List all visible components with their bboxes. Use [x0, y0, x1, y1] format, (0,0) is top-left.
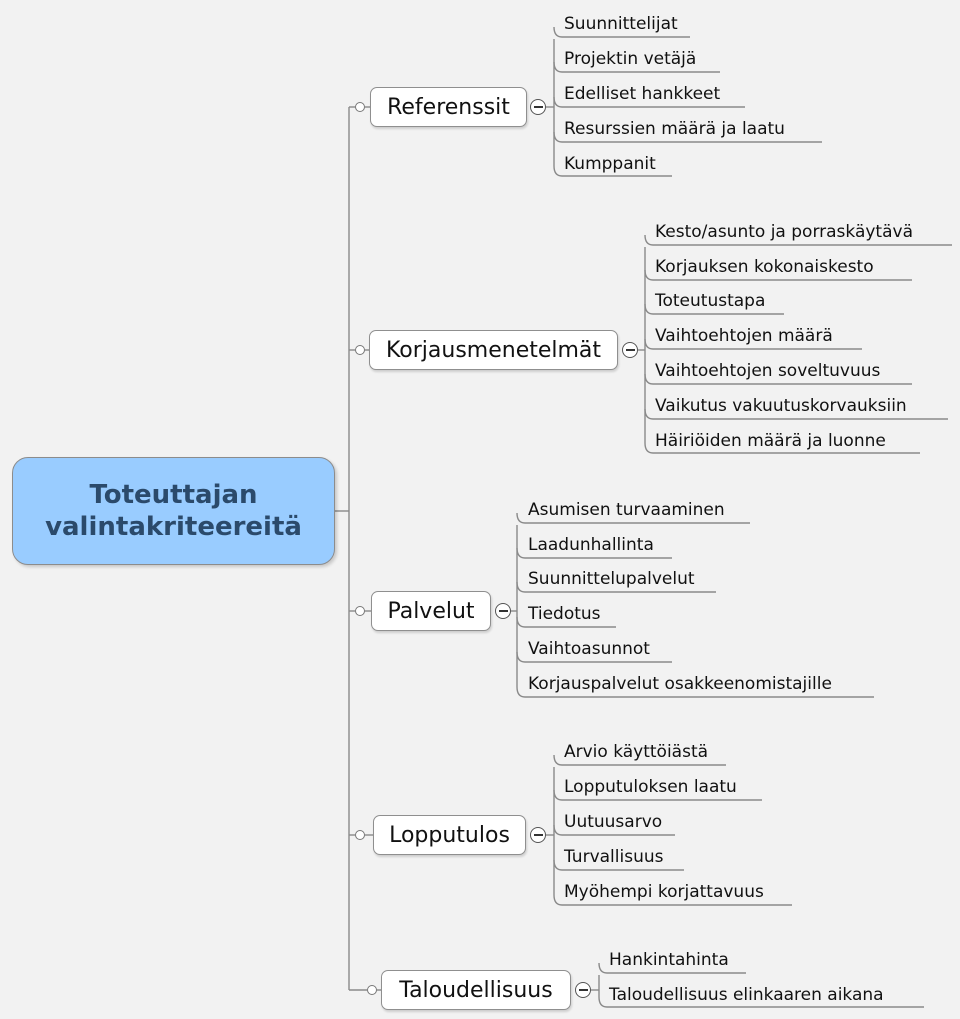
subtopic-arvio-kayttoiasta[interactable]: Arvio käyttöiästä [564, 742, 709, 762]
subtopic-curve [553, 859, 563, 871]
root-topic-line-2: valintakriteereitä [45, 512, 302, 542]
collapse-icon[interactable] [530, 827, 546, 843]
subtopic-curve [644, 408, 654, 420]
subtopic-korjauspalvelut[interactable]: Korjauspalvelut osakkeenomistajille [528, 674, 832, 694]
topic-referenssit[interactable]: Referenssit [370, 87, 527, 127]
topic-label: Lopputulos [389, 822, 510, 848]
subtopic-curve [644, 303, 654, 315]
subtopic-myohempi-korjattavuus[interactable]: Myöhempi korjattavuus [564, 882, 764, 902]
topic-label: Taloudellisuus [399, 977, 553, 1003]
subtopic-curve [644, 442, 654, 454]
topic-label: Referenssit [387, 94, 510, 120]
subtopic-vaihtoehtojen-maara[interactable]: Vaihtoehtojen määrä [655, 326, 833, 346]
subtopic-curve [553, 26, 563, 38]
subtopic-curve [553, 754, 563, 766]
subtopic-turvallisuus[interactable]: Turvallisuus [564, 847, 664, 867]
subtopic-korjauksen-kokonaiskesto[interactable]: Korjauksen kokonaiskesto [655, 257, 874, 277]
subtopic-curve [516, 581, 526, 593]
collapse-icon[interactable] [575, 982, 591, 998]
subtopic-curve [553, 789, 563, 801]
subtopic-vaihtoasunnot[interactable]: Vaihtoasunnot [528, 639, 650, 659]
topic-korjausmenetelmat[interactable]: Korjausmenetelmät [369, 330, 618, 370]
subtopic-curve [644, 234, 654, 246]
subtopic-curve [598, 962, 608, 974]
subtopic-curve [516, 686, 526, 698]
topic-lopputulos[interactable]: Lopputulos [373, 815, 526, 855]
subtopic-suunnittelupalvelut[interactable]: Suunnittelupalvelut [528, 569, 695, 589]
subtopic-vaikutus-vakuutuskorvauksiin[interactable]: Vaikutus vakuutuskorvauksiin [655, 396, 907, 416]
topic-label: Palvelut [387, 598, 475, 624]
subtopic-toteutustapa[interactable]: Toteutustapa [655, 291, 766, 311]
subtopic-curve [553, 96, 563, 108]
topic-taloudellisuus[interactable]: Taloudellisuus [381, 970, 571, 1010]
subtopic-curve [516, 651, 526, 663]
subtopic-curve [516, 616, 526, 628]
subtopic-kesto-asunto[interactable]: Kesto/asunto ja porraskäytävä [655, 222, 913, 242]
subtopic-edelliset-hankkeet[interactable]: Edelliset hankkeet [564, 84, 721, 104]
topic-palvelut[interactable]: Palvelut [371, 591, 491, 631]
subtopic-curve [553, 131, 563, 143]
connector-knob [355, 606, 365, 616]
root-topic-line-1: Toteuttajan [89, 480, 258, 510]
subtopic-projektin-vetaja[interactable]: Projektin vetäjä [564, 49, 697, 69]
subtopic-resurssien-maara[interactable]: Resurssien määrä ja laatu [564, 119, 785, 139]
subtopic-hankintahinta[interactable]: Hankintahinta [609, 950, 729, 970]
subtopic-kumppanit[interactable]: Kumppanit [564, 154, 656, 174]
subtopic-lopputuloksen-laatu[interactable]: Lopputuloksen laatu [564, 777, 737, 797]
collapse-icon[interactable] [495, 603, 511, 619]
collapse-icon[interactable] [530, 99, 546, 115]
subtopic-curve [516, 547, 526, 559]
subtopic-uutuusarvo[interactable]: Uutuusarvo [564, 812, 663, 832]
subtopic-hairioiden-maara[interactable]: Häiriöiden määrä ja luonne [655, 431, 886, 451]
topic-label: Korjausmenetelmät [385, 337, 602, 363]
subtopic-curve [598, 996, 608, 1008]
subtopic-curve [644, 373, 654, 385]
subtopic-laadunhallinta[interactable]: Laadunhallinta [528, 535, 654, 555]
subtopic-curve [516, 512, 526, 524]
connector-knob [355, 345, 365, 355]
subtopic-curve [553, 165, 563, 177]
subtopic-curve [553, 894, 563, 906]
connector-knob [355, 830, 365, 840]
connector-knob [367, 985, 377, 995]
connector-knob [355, 102, 365, 112]
collapse-icon[interactable] [622, 342, 638, 358]
subtopic-curve [553, 824, 563, 836]
subtopic-taloudellisuus-elinkaari[interactable]: Taloudellisuus elinkaaren aikana [609, 985, 884, 1005]
subtopic-vaihtoehtojen-soveltuvuus[interactable]: Vaihtoehtojen soveltuvuus [655, 361, 881, 381]
subtopic-tiedotus[interactable]: Tiedotus [528, 604, 601, 624]
subtopic-curve [644, 338, 654, 350]
subtopic-curve [644, 269, 654, 281]
root-topic[interactable]: Toteuttajan valintakriteereitä [12, 457, 335, 565]
subtopic-asumisen-turvaaminen[interactable]: Asumisen turvaaminen [528, 500, 725, 520]
subtopic-curve [553, 61, 563, 73]
subtopic-suunnittelijat[interactable]: Suunnittelijat [564, 14, 678, 34]
